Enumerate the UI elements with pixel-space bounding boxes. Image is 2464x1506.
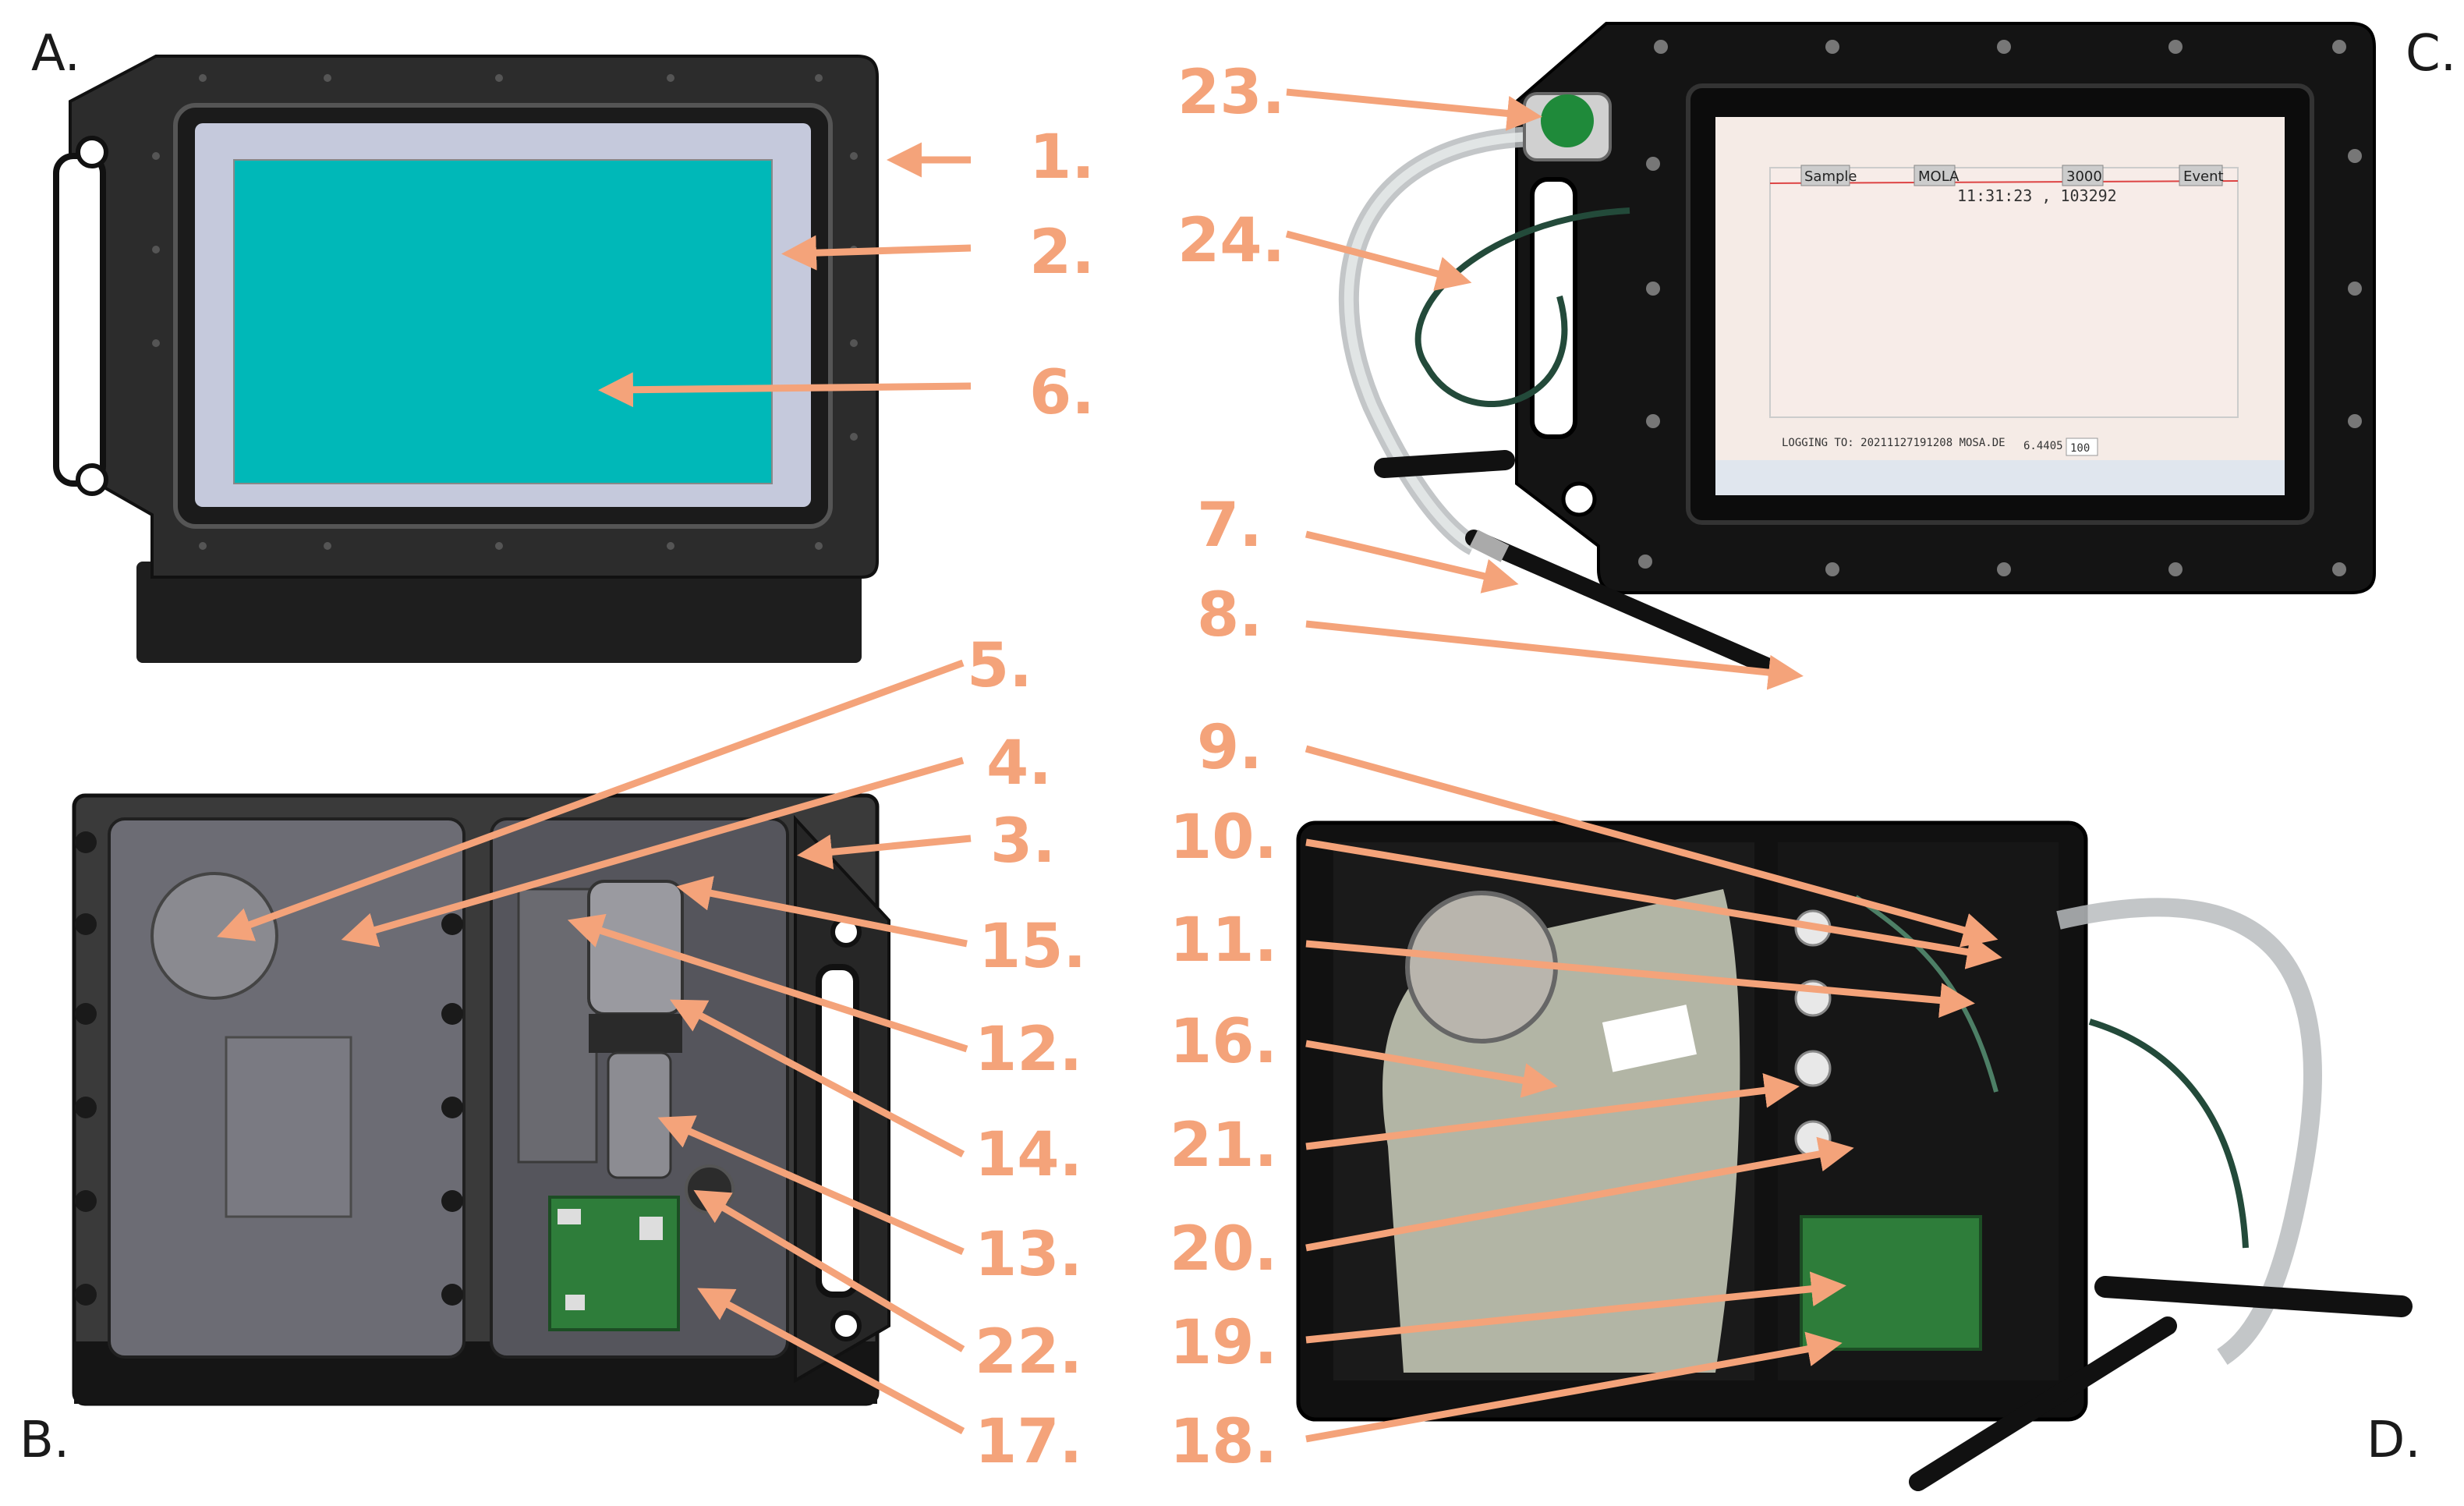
callout-8: 8. bbox=[1197, 580, 1262, 650]
callout-10: 10. bbox=[1170, 803, 1277, 873]
callout-16: 16. bbox=[1170, 1007, 1277, 1077]
screen-time: 11:31:23 , 103292 bbox=[1957, 186, 2117, 205]
callout-19: 19. bbox=[1170, 1308, 1277, 1378]
panel-letter-d: D. bbox=[2367, 1412, 2421, 1469]
callout-21: 21. bbox=[1170, 1111, 1277, 1181]
callout-arrows bbox=[217, 88, 2002, 1443]
callout-18: 18. bbox=[1170, 1407, 1277, 1477]
callout-6: 6. bbox=[1029, 358, 1095, 428]
callout-9: 9. bbox=[1197, 713, 1262, 783]
screen-event-button: Event bbox=[2183, 168, 2224, 185]
callout-5: 5. bbox=[967, 631, 1032, 701]
callout-labels: 1. 2. 6. 5. 4. 3. 15. 12. 14. 13. 22. 17… bbox=[967, 58, 1285, 1477]
panel-letter-c: C. bbox=[2406, 25, 2456, 83]
panel-c-device-photo: Sample MOLA 3000 Event 11:31:23 , 103292… bbox=[1338, 22, 2376, 679]
screen-sample-button: Sample bbox=[1804, 168, 1857, 185]
callout-4: 4. bbox=[986, 728, 1052, 799]
callout-22: 22. bbox=[975, 1317, 1082, 1387]
callout-2: 2. bbox=[1029, 218, 1095, 288]
panel-d-device-photo bbox=[1296, 820, 2413, 1491]
callout-20: 20. bbox=[1170, 1214, 1277, 1285]
panel-letter-a: A. bbox=[31, 25, 80, 83]
sensor-23-icon bbox=[1541, 94, 1594, 147]
callout-12: 12. bbox=[975, 1015, 1082, 1085]
screen-mola-button: MOLA bbox=[1918, 168, 1960, 185]
callout-3: 3. bbox=[990, 806, 1056, 877]
panel-d-circuit-board bbox=[1800, 1215, 1982, 1351]
panel-a-screen bbox=[233, 159, 773, 484]
panel-b-device-render bbox=[72, 793, 890, 1406]
callout-23: 23. bbox=[1177, 58, 1285, 128]
panel-letter-b: B. bbox=[19, 1412, 69, 1469]
screen-3000-button: 3000 bbox=[2066, 168, 2102, 185]
callout-15: 15. bbox=[979, 912, 1086, 982]
callout-17: 17. bbox=[975, 1407, 1082, 1477]
screen-logging: LOGGING TO: 20211127191208 MOSA.DE bbox=[1782, 437, 2006, 449]
callout-14: 14. bbox=[975, 1120, 1082, 1190]
callout-7: 7. bbox=[1197, 491, 1262, 561]
callout-11: 11. bbox=[1170, 905, 1277, 976]
callout-1: 1. bbox=[1029, 122, 1095, 193]
panel-c-screen-toolbar: Sample MOLA 3000 Event 11:31:23 , 103292 bbox=[1800, 165, 2224, 205]
callout-13: 13. bbox=[975, 1220, 1082, 1290]
screen-reading-box: 100 bbox=[2070, 442, 2090, 455]
callout-24: 24. bbox=[1177, 206, 1285, 276]
panel-a-device-render bbox=[53, 55, 879, 663]
screen-reading: 6.4405 bbox=[2023, 440, 2063, 452]
